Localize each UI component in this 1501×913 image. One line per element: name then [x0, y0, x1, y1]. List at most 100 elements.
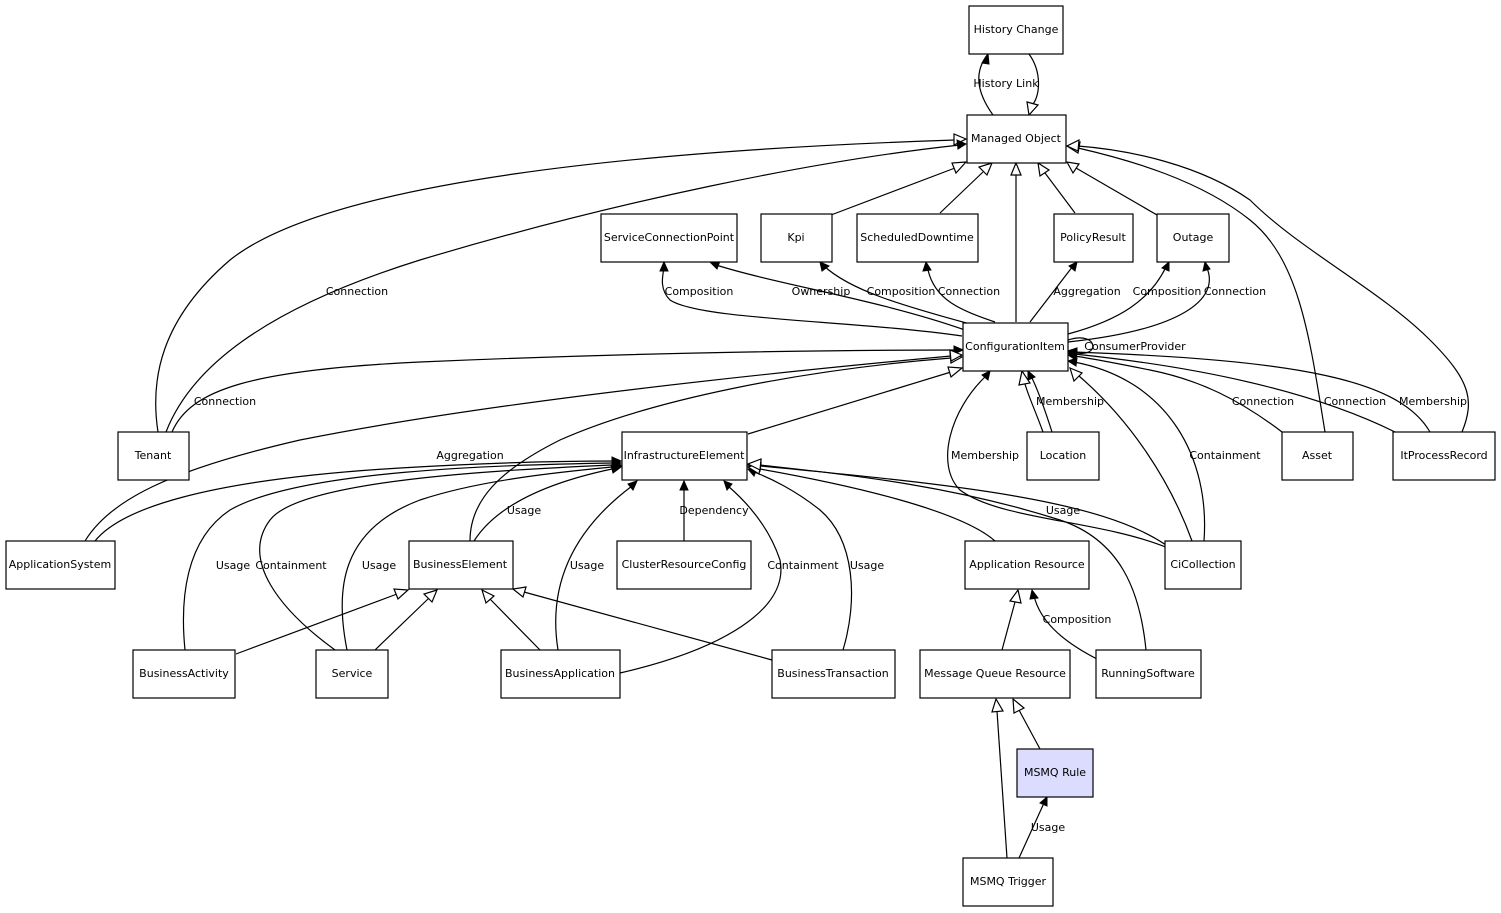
node-policy-result[interactable]: PolicyResult	[1053, 213, 1134, 263]
edge-tenant-managed-object	[155, 139, 956, 433]
node-kpi[interactable]: Kpi	[760, 213, 833, 263]
edge-trigger-rule-usage	[1018, 802, 1045, 859]
arrowhead-filled	[1066, 357, 1078, 367]
edge-cicollection-ci-containment	[1073, 361, 1206, 542]
arrowhead-filled	[679, 479, 689, 491]
edge-label: Aggregation	[436, 449, 503, 462]
node-business-element[interactable]: BusinessElement	[408, 540, 514, 590]
edge-bapp-infra-usage	[555, 485, 633, 651]
node-history-change[interactable]: History Change	[968, 5, 1064, 55]
node-scheduled-downtime[interactable]: ScheduledDowntime	[856, 213, 979, 263]
edge-outage-managed-object	[1075, 167, 1158, 216]
arrowhead-open	[1010, 161, 1022, 176]
edge-label: History Link	[973, 77, 1039, 90]
arrowhead-filled	[1029, 588, 1039, 600]
node-configuration-item[interactable]: ConfigurationItem	[962, 322, 1069, 372]
node-label: Asset	[1302, 449, 1333, 462]
node-tenant[interactable]: Tenant	[117, 431, 190, 481]
edge-label: Containment	[255, 559, 327, 572]
node-asset[interactable]: Asset	[1281, 431, 1354, 481]
edge-label: Connection	[938, 285, 1000, 298]
edge-cicollection-infra-usage	[759, 465, 1167, 546]
edge-btrans-infra-usage	[753, 471, 853, 651]
edge-appres-infra	[759, 468, 996, 542]
arrowhead-open	[1069, 366, 1084, 383]
node-outage[interactable]: Outage	[1156, 213, 1230, 263]
node-ci-collection[interactable]: CiCollection	[1164, 540, 1242, 590]
node-it-process-record[interactable]: ItProcessRecord	[1392, 431, 1496, 481]
edge-label: Ownership	[792, 285, 851, 298]
node-business-application[interactable]: BusinessApplication	[500, 649, 621, 699]
node-label: Service	[332, 667, 373, 680]
node-business-activity[interactable]: BusinessActivity	[132, 649, 236, 699]
node-label: Tenant	[134, 449, 172, 462]
edge-policy-managed-object	[1044, 172, 1076, 214]
arrowhead-filled	[723, 480, 733, 492]
arrowhead-open	[951, 161, 968, 175]
node-service[interactable]: Service	[315, 649, 389, 699]
node-infrastructure-element[interactable]: InfrastructureElement	[621, 431, 748, 481]
node-label: PolicyResult	[1060, 231, 1126, 244]
node-managed-object[interactable]: Managed Object	[966, 114, 1067, 164]
node-location[interactable]: Location	[1026, 431, 1100, 481]
edge-label: Membership	[1399, 395, 1467, 408]
node-label: Application Resource	[969, 558, 1085, 571]
edge-activity-infra-usage	[182, 462, 613, 651]
node-message-queue-resource[interactable]: Message Queue Resource	[919, 649, 1071, 699]
node-business-transaction[interactable]: BusinessTransaction	[771, 649, 896, 699]
edge-label: Composition	[867, 285, 936, 298]
arrowhead-open	[746, 458, 762, 471]
edge-ci-consumer-provider	[1067, 337, 1094, 354]
edge-label: Usage	[1046, 504, 1081, 517]
edge-label: Composition	[1043, 613, 1112, 626]
node-label: BusinessTransaction	[777, 667, 888, 680]
edge-label: Aggregation	[1053, 285, 1120, 298]
arrowhead-open	[947, 366, 964, 379]
node-service-connection-point[interactable]: ServiceConnectionPoint	[600, 213, 738, 263]
edge-asset-ci-connection	[1073, 355, 1283, 433]
node-running-software[interactable]: RunningSoftware	[1095, 649, 1202, 699]
edge-itprocess-ci-connection	[1073, 353, 1396, 433]
node-label: ServiceConnectionPoint	[604, 231, 735, 244]
node-msmq-trigger[interactable]: MSMQ Trigger	[962, 857, 1054, 907]
arrowhead-filled	[819, 261, 831, 272]
edge-label: Containment	[1189, 449, 1261, 462]
arrowhead-filled	[981, 52, 990, 65]
arrowhead-filled	[627, 480, 638, 491]
node-label: ApplicationSystem	[9, 558, 111, 571]
node-msmq-rule[interactable]: MSMQ Rule	[1016, 748, 1094, 798]
node-label: Kpi	[787, 231, 804, 244]
arrowhead-open	[1026, 101, 1040, 117]
edge-ci-outage-connection	[1067, 267, 1210, 343]
edge-label: Membership	[1036, 395, 1104, 408]
node-label: MSMQ Rule	[1024, 766, 1086, 779]
edge-label: Composition	[1133, 285, 1202, 298]
edge-bapp-be	[489, 598, 541, 651]
arrowhead-open	[1008, 588, 1022, 604]
edge-appsystem-ci	[84, 355, 952, 542]
edge-bapp-infra-containment	[619, 485, 782, 674]
edge-ci-downtime-connection	[927, 269, 996, 323]
node-application-system[interactable]: ApplicationSystem	[5, 540, 116, 590]
node-label: MSMQ Trigger	[970, 875, 1047, 888]
node-cluster-resource-config[interactable]: ClusterResourceConfig	[616, 540, 752, 590]
node-label: Outage	[1173, 231, 1214, 244]
edge-infra-ci	[747, 371, 952, 435]
edge-tenant-ci-connection	[171, 349, 959, 433]
edge-ci-kpi-composition	[823, 265, 971, 325]
node-label: BusinessElement	[413, 558, 508, 571]
edge-label: ConsumerProvider	[1084, 340, 1186, 353]
edge-downtime-managed-object	[939, 171, 984, 214]
edge-service-infra-usage	[341, 466, 613, 651]
edge-service-be	[374, 597, 430, 651]
edge-label: Usage	[216, 559, 251, 572]
edge-ci-scp-composition	[661, 267, 963, 337]
arrowhead-open	[1012, 697, 1026, 714]
arrowhead-filled	[1039, 795, 1048, 807]
arrowhead-filled	[1161, 260, 1170, 272]
node-application-resource[interactable]: Application Resource	[964, 540, 1090, 590]
edge-running-infra	[759, 464, 1147, 651]
edge-location-ci	[1024, 383, 1044, 433]
edge-label: Connection	[326, 285, 388, 298]
